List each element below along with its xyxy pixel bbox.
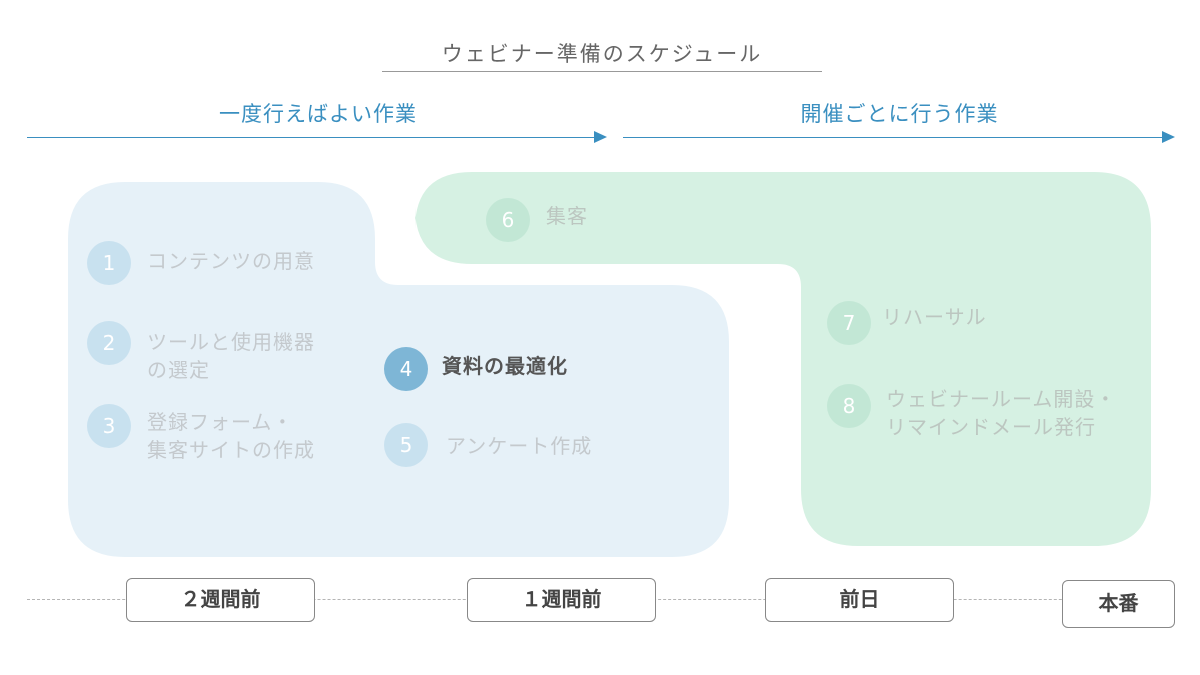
step-label-4: 資料の最適化 — [442, 354, 568, 378]
step-label-2-line1: ツールと使用機器 — [147, 330, 315, 354]
step-label-3: 登録フォーム・ 集客サイトの作成 — [147, 408, 315, 464]
step-label-6: 集客 — [546, 204, 588, 228]
step-label-8-line2: リマインドメール発行 — [886, 415, 1096, 439]
step-number-3: 3 — [87, 404, 131, 448]
step-number-6: 6 — [486, 198, 530, 242]
page-title: ウェビナー準備のスケジュール — [441, 42, 763, 66]
step-number-7: 7 — [827, 301, 871, 345]
step-label-3-line2: 集客サイトの作成 — [147, 438, 315, 462]
each-area-shape — [415, 172, 1151, 546]
step-label-2-line2: の選定 — [147, 358, 210, 382]
step-label-7: リハーサル — [882, 305, 987, 329]
timeline-box-day-before: 前日 — [765, 578, 954, 622]
step-label-2: ツールと使用機器 の選定 — [147, 328, 315, 384]
step-number-1: 1 — [87, 241, 131, 285]
phase-label-once: 一度行えばよい作業 — [219, 102, 417, 126]
step-label-8: ウェビナールーム開設・ リマインドメール発行 — [886, 385, 1116, 441]
step-number-5: 5 — [384, 423, 428, 467]
phase-label-each: 開催ごとに行う作業 — [800, 102, 999, 126]
step-label-1: コンテンツの用意 — [147, 249, 315, 273]
step-number-8: 8 — [827, 384, 871, 428]
step-label-8-line1: ウェビナールーム開設・ — [886, 387, 1117, 411]
timeline-box-one-week: １週間前 — [467, 578, 656, 622]
step-label-3-line1: 登録フォーム・ — [147, 410, 294, 434]
title-underline — [382, 71, 822, 72]
arrow-each-line — [623, 137, 1163, 138]
timeline-box-event-day: 本番 — [1062, 580, 1175, 628]
arrow-right-icon — [1162, 131, 1175, 143]
arrow-right-icon — [594, 131, 607, 143]
step-number-4: 4 — [384, 347, 428, 391]
step-label-5: アンケート作成 — [446, 434, 593, 458]
arrow-once-line — [27, 137, 597, 138]
step-number-2: 2 — [87, 321, 131, 365]
timeline-box-two-weeks: ２週間前 — [126, 578, 315, 622]
